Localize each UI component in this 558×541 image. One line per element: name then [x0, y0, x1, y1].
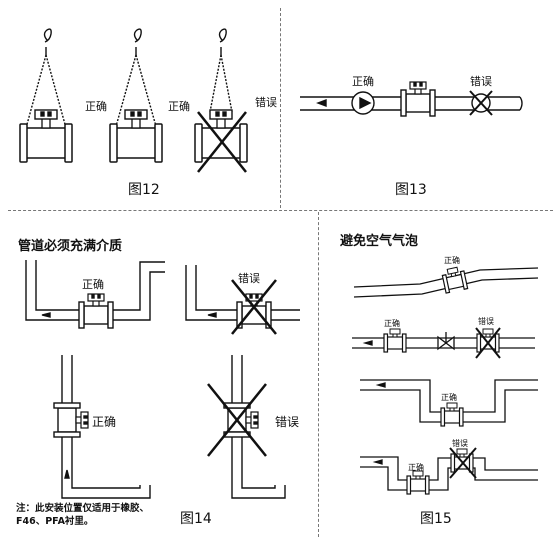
fig13-label-correct: 正确	[352, 75, 374, 88]
fig14-label-wrong-bottom: 错误	[275, 415, 300, 429]
divider-horizontal	[8, 210, 553, 211]
fig15-label-wrong-2: 错误	[478, 317, 494, 326]
fig14-heading: 管道必须充满介质	[18, 239, 123, 254]
fig14-caption: 图14	[180, 511, 212, 527]
fig15-label-correct-2: 正确	[384, 319, 400, 328]
divider-top-vertical	[280, 8, 281, 208]
fig12-label-correct-2: 正确	[168, 100, 190, 113]
fig15-label-wrong-4: 错误	[452, 439, 468, 448]
fig15-label-correct-3: 正确	[441, 393, 457, 402]
fig14-label-wrong-top: 错误	[238, 272, 260, 285]
fig12-label-correct-1: 正确	[85, 100, 107, 113]
fig12-label-wrong: 错误	[255, 96, 277, 109]
fig15-diagram	[352, 265, 539, 495]
fig12-diagram	[19, 28, 248, 173]
fig15-caption: 图15	[420, 511, 452, 527]
fig14-diagram	[25, 260, 300, 499]
fig13-diagram	[300, 81, 523, 117]
divider-bottom-vertical	[318, 212, 319, 537]
fig15-label-correct-1: 正确	[444, 256, 460, 265]
fig15-label-correct-4: 正确	[408, 463, 424, 472]
fig15-heading: 避免空气气泡	[340, 234, 419, 249]
fig14-note: 注：此安装位置仅适用于橡胶、F46、PFA衬里。	[16, 503, 150, 527]
fig12-caption: 图12	[128, 182, 160, 198]
fig13-label-wrong: 错误	[470, 75, 492, 88]
fig13-caption: 图13	[395, 182, 427, 198]
fig14-label-correct-bottom: 正确	[92, 415, 117, 429]
fig14-label-correct-top: 正确	[82, 278, 104, 291]
